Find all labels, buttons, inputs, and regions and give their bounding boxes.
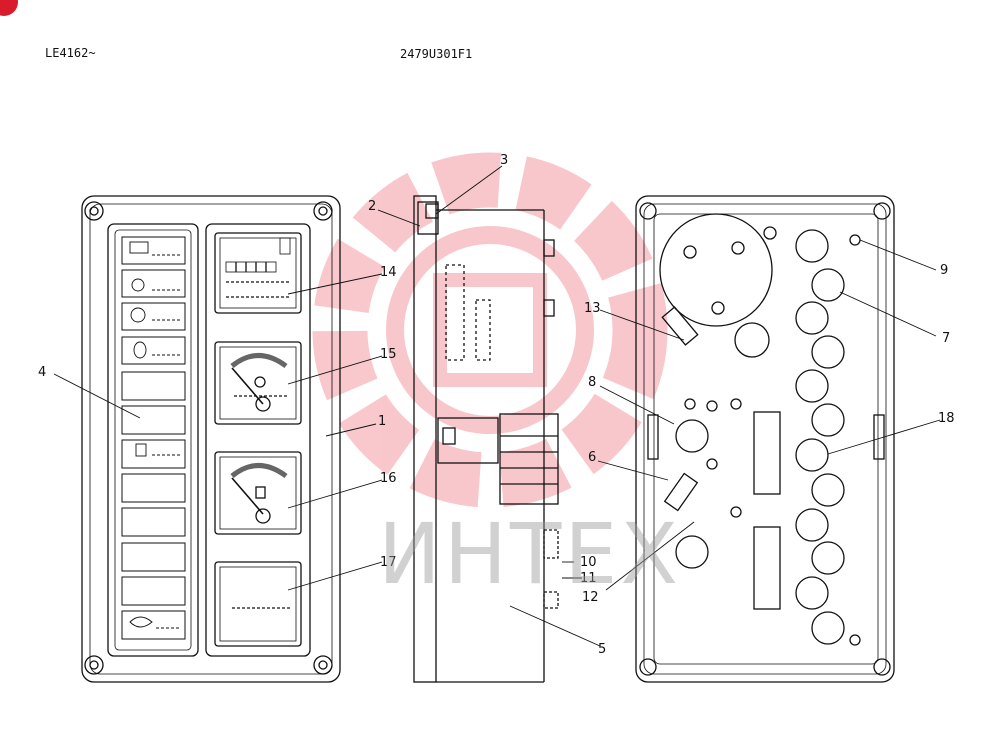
battery-icon: [129, 241, 149, 254]
temperature-gauge: [214, 341, 302, 425]
coolant-icon: [131, 278, 145, 292]
callout-4: 4: [38, 365, 46, 380]
oil-pressure-icon: [130, 307, 146, 323]
indicator-lamp-column: [121, 236, 186, 640]
terminal-block-upper: [753, 411, 781, 495]
blank-panel: [214, 561, 302, 647]
resistor-13: [661, 306, 699, 346]
callout-7: 7: [942, 331, 950, 346]
callout-12: 12: [582, 590, 599, 605]
rear-view: [635, 195, 895, 683]
callout-13: 13: [584, 301, 601, 316]
callout-15: 15: [380, 347, 397, 362]
callout-18: 18: [938, 411, 955, 426]
callout-8: 8: [588, 375, 596, 390]
header-left-code: LE4162~: [45, 46, 96, 60]
rear-hour-meter-housing: [659, 213, 773, 327]
callout-3: 3: [500, 153, 508, 168]
callout-2: 2: [368, 199, 376, 214]
fuel-pump-icon: [135, 443, 147, 457]
side-view: [413, 195, 559, 683]
watermark-text: ИНТЕХ: [378, 505, 681, 603]
callout-5: 5: [598, 642, 606, 657]
headlight-icon: [129, 616, 153, 628]
fuel-icon: [255, 486, 266, 499]
watermark-gear-icon: [312, 152, 668, 508]
callout-6: 6: [588, 450, 596, 465]
callout-14: 14: [380, 265, 397, 280]
drawing-number: 2479U301F1: [400, 47, 473, 61]
terminal-block-lower: [753, 526, 781, 610]
hour-meter: [214, 232, 302, 314]
side-clip-left: [647, 414, 659, 460]
callout-10: 10: [580, 555, 597, 570]
leader-lines: [53, 165, 941, 647]
resistor-6: [663, 472, 699, 512]
callout-labels: 1 2 3 4 5 6 7 8 9 10 11 12 13 14 15 16 1…: [38, 153, 955, 657]
callout-1: 1: [378, 414, 386, 429]
fuel-gauge: [214, 451, 302, 535]
air-filter-icon: [133, 341, 147, 359]
callout-9: 9: [940, 263, 948, 278]
corner-badge-icon: [0, 0, 18, 16]
callout-11: 11: [580, 571, 597, 586]
callout-16: 16: [380, 471, 397, 486]
callout-17: 17: [380, 555, 397, 570]
gauge-connector-sockets: [675, 229, 845, 645]
front-panel: [81, 195, 341, 683]
thermometer-icon: [254, 376, 266, 388]
